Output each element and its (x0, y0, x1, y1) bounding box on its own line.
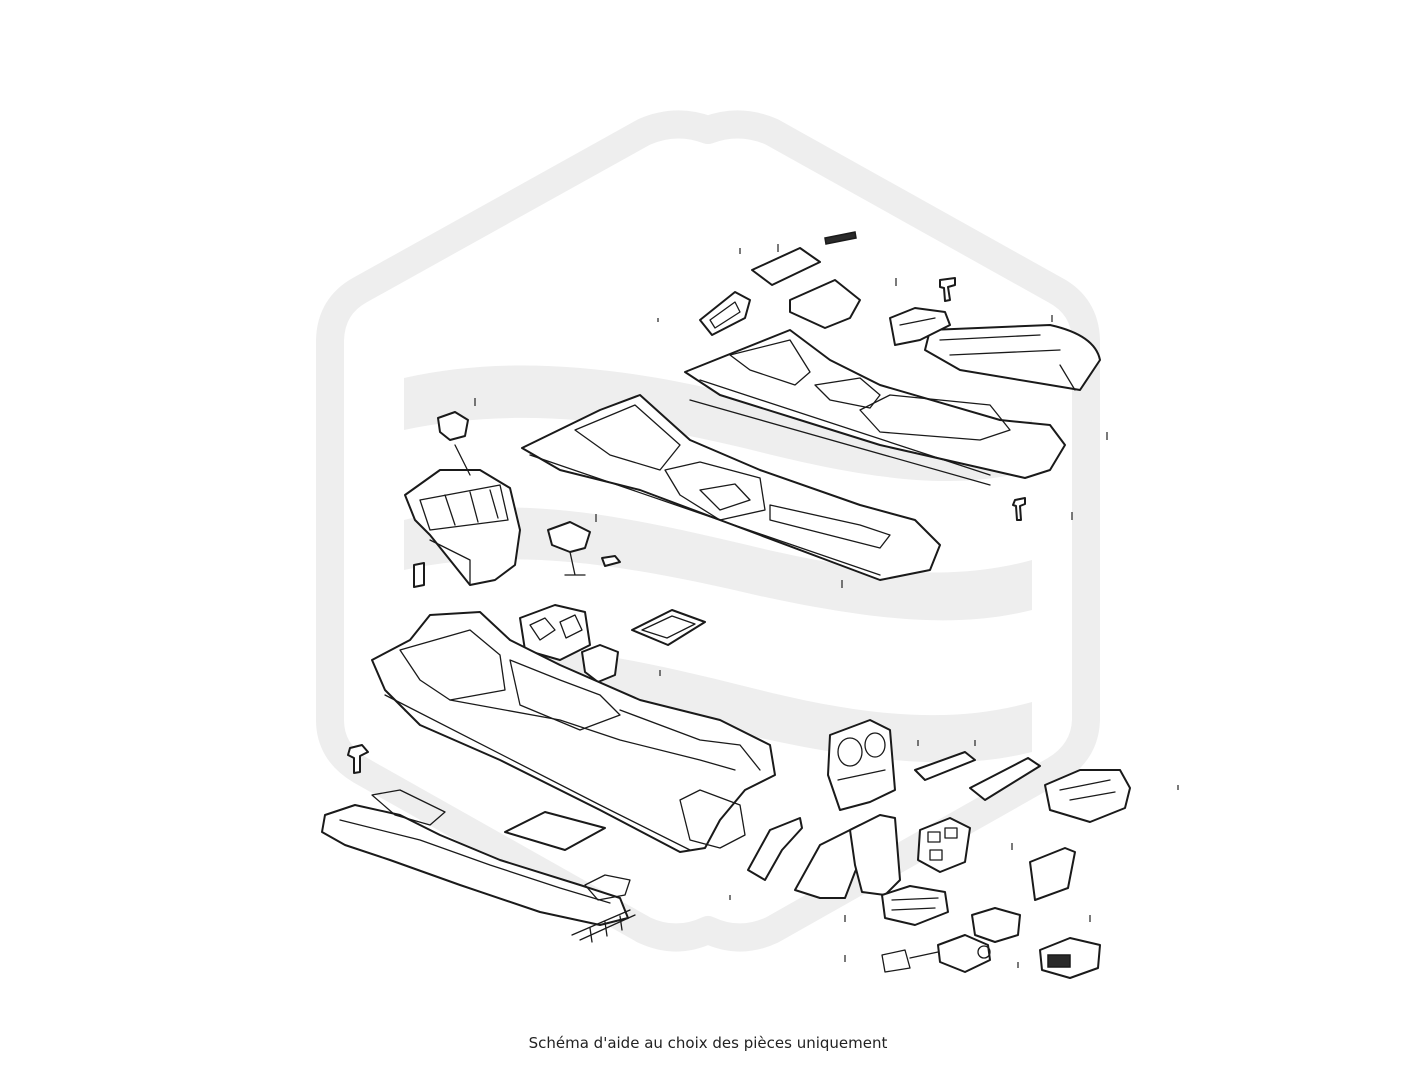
shifter-housing (404, 469, 521, 586)
cupholder-small-insert (581, 644, 619, 683)
sensor-bracket (547, 521, 591, 576)
storage-tray-lid (789, 279, 861, 329)
control-module (1044, 769, 1131, 823)
vent-strip (914, 751, 976, 781)
insulation-pad (504, 811, 606, 851)
switch-panel (881, 885, 949, 926)
console-tray (631, 609, 706, 646)
trim-cover (1029, 847, 1076, 901)
switch-bezel-frame (849, 814, 901, 896)
wiring-clip (571, 909, 636, 943)
bezel-frame (699, 291, 751, 336)
console-screw (347, 744, 369, 774)
storage-mat (751, 247, 821, 286)
armrest-lid (924, 324, 1101, 391)
switch-bezel-large (827, 719, 896, 811)
shifter-bolt (413, 562, 425, 588)
sensor-screw (601, 555, 621, 567)
side-trim-left (747, 817, 803, 881)
center-console-middle-trim (521, 394, 941, 581)
shifter-connector (437, 411, 471, 476)
switch-block (917, 817, 971, 873)
armrest-screw (939, 277, 956, 302)
upper-trim-screw (1012, 497, 1026, 521)
power-outlet (937, 934, 991, 973)
center-console-main-body (371, 611, 776, 853)
hexagon-logo-watermark (316, 110, 1100, 952)
center-console-upper-trim (684, 329, 1066, 486)
connector-plug (881, 949, 939, 973)
armrest-hinge-bracket (889, 307, 951, 346)
usb-module (1039, 937, 1101, 979)
air-duct (321, 789, 631, 926)
reference-ticks (474, 244, 1179, 968)
vent-bezel (969, 757, 1041, 801)
button-switch (971, 907, 1021, 943)
small-badge (824, 231, 857, 245)
diagram-caption: Schéma d'aide au choix des pièces unique… (528, 1034, 888, 1052)
